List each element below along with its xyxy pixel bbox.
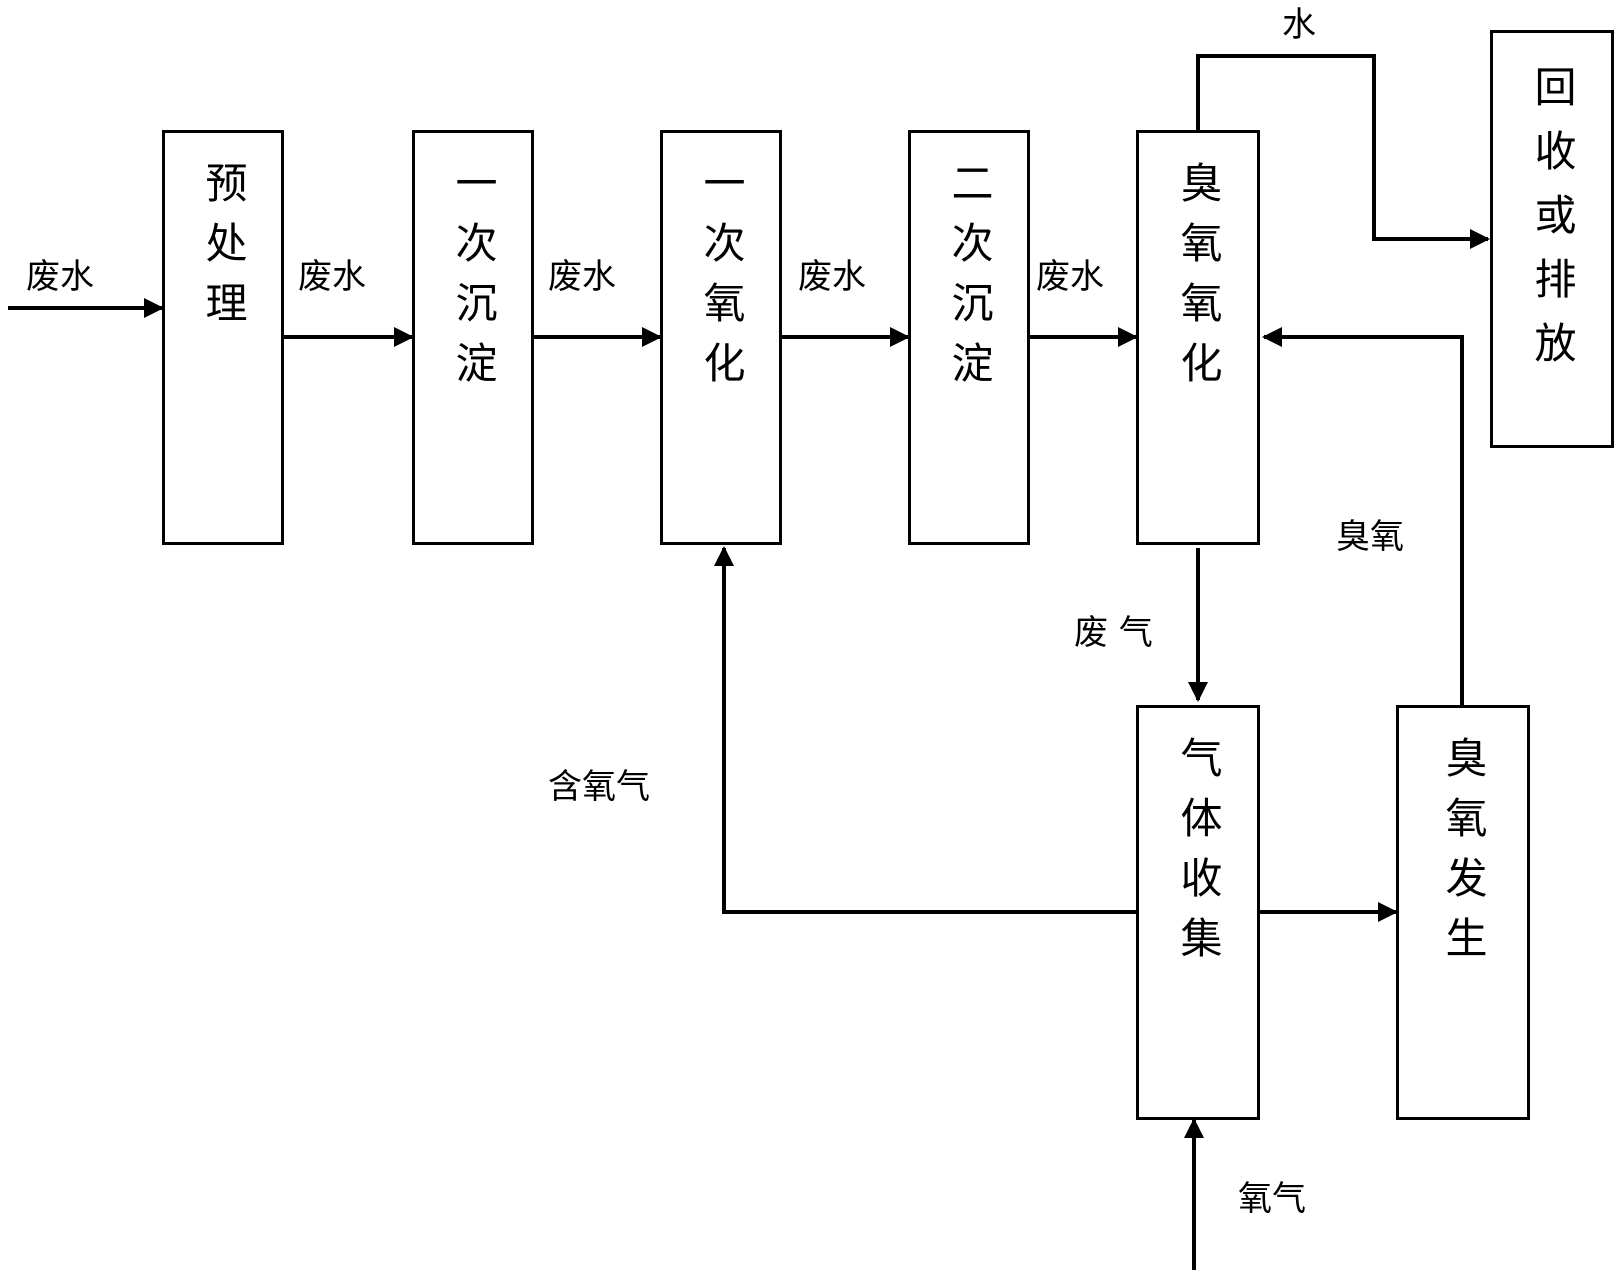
ozone-label: 臭氧: [1336, 517, 1404, 557]
arrow-oxygen-gas-to-oxid1: [714, 546, 1136, 914]
arrow-water-to-recycle: [1196, 54, 1490, 249]
wastewater-label-3: 废水: [798, 257, 866, 297]
primary-settling-label: 一次沉淀: [449, 161, 498, 401]
ozone-generator-box: 臭氧发生: [1396, 705, 1530, 1120]
gas-collection-label: 气体收集: [1174, 736, 1223, 976]
waste-gas-label: 废 气: [1074, 613, 1153, 653]
pretreatment-box: 预处理: [162, 130, 284, 545]
wastewater-label-2: 废水: [548, 257, 616, 297]
wastewater-label-4: 废水: [1036, 257, 1104, 297]
gas-collection-box: 气体收集: [1136, 705, 1260, 1120]
pretreatment-label: 预处理: [199, 161, 248, 341]
oxygen-label: 氧气: [1238, 1179, 1306, 1219]
primary-oxidation-box: 一次氧化: [660, 130, 782, 545]
wastewater-input-label: 废水: [26, 257, 94, 297]
arrow-ozone-to-ozone-oxidation: [1262, 327, 1464, 705]
oxygen-containing-gas-label: 含氧气: [548, 767, 650, 807]
ozone-oxidation-label: 臭氧氧化: [1174, 161, 1223, 401]
primary-settling-box: 一次沉淀: [412, 130, 534, 545]
secondary-settling-label: 二次沉淀: [945, 161, 994, 401]
secondary-settling-box: 二次沉淀: [908, 130, 1030, 545]
ozone-generator-label: 臭氧发生: [1439, 736, 1488, 976]
ozone-oxidation-box: 臭氧氧化: [1136, 130, 1260, 545]
primary-oxidation-label: 一次氧化: [697, 161, 746, 401]
recycle-or-discharge-box: 回收或排放: [1490, 30, 1614, 448]
wastewater-label-1: 废水: [298, 257, 366, 297]
recycle-or-discharge-label: 回收或排放: [1528, 65, 1577, 385]
water-label: 水: [1282, 5, 1316, 45]
